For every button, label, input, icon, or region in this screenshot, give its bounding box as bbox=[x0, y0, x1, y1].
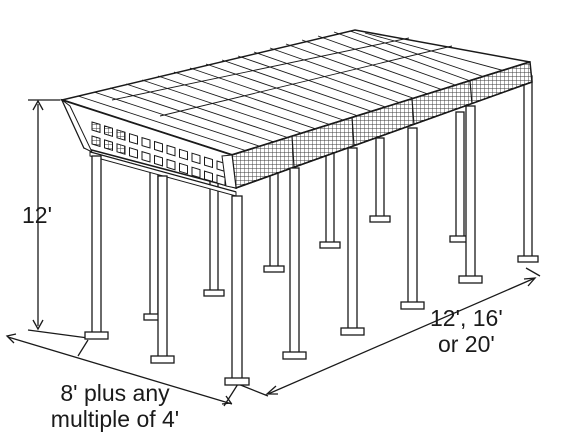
gable-opening bbox=[116, 143, 126, 155]
gable-opening bbox=[204, 156, 213, 169]
front-posts bbox=[84, 105, 483, 386]
height-label: 12' bbox=[22, 202, 52, 228]
gable-opening bbox=[116, 129, 126, 141]
gable-opening bbox=[104, 139, 113, 151]
gable-opening bbox=[154, 154, 163, 167]
length-label-line2: multiple of 4' bbox=[50, 406, 180, 432]
gable-opening bbox=[166, 158, 176, 171]
height-dimension bbox=[27, 99, 89, 339]
gable-opening bbox=[141, 136, 151, 149]
length-label: 8' plus any multiple of 4' bbox=[0, 380, 230, 432]
gable-opening bbox=[179, 148, 188, 161]
depth-dimension bbox=[237, 267, 541, 397]
gable-opening bbox=[204, 170, 213, 183]
length-dimension bbox=[5, 333, 239, 407]
gable-opening bbox=[179, 162, 188, 175]
gable-opening bbox=[154, 140, 163, 153]
gable-openings bbox=[91, 121, 226, 187]
gable-opening bbox=[191, 166, 201, 179]
gable-opening bbox=[129, 147, 138, 159]
depth-label: 12', 16' or 20' bbox=[430, 305, 503, 357]
gable-opening bbox=[91, 135, 101, 148]
gable-opening bbox=[166, 144, 176, 157]
front-beam bbox=[89, 61, 533, 197]
gable-opening bbox=[129, 133, 138, 145]
gable-opening bbox=[91, 121, 101, 134]
gable-opening bbox=[191, 152, 201, 165]
depth-label-line1: 12', 16' bbox=[430, 305, 503, 331]
gable-opening bbox=[104, 125, 113, 137]
depth-label-line2: or 20' bbox=[437, 331, 495, 357]
gable-end bbox=[60, 98, 237, 193]
gable-opening bbox=[216, 174, 226, 187]
length-label-line1: 8' plus any bbox=[60, 380, 170, 406]
gable-opening bbox=[141, 150, 151, 163]
